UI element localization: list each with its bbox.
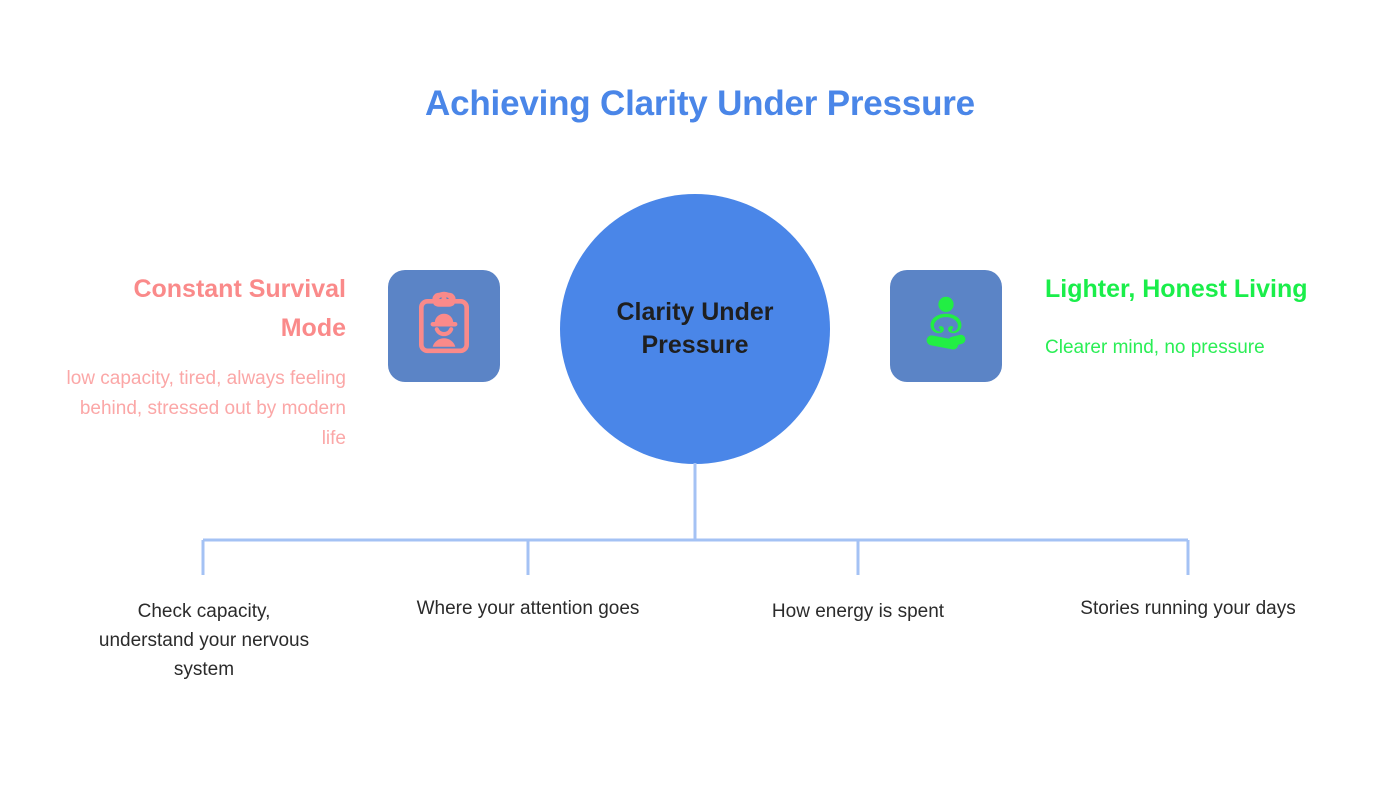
right-state-description: Clearer mind, no pressure — [1045, 337, 1265, 358]
right-state-block: Lighter, Honest Living Clearer mind, no … — [1045, 270, 1345, 363]
left-icon-tile — [388, 270, 500, 382]
branch-label: Stories running your days — [1080, 598, 1296, 619]
clipboard-worker-icon — [411, 291, 477, 362]
right-icon-tile — [890, 270, 1002, 382]
left-state-description: low capacity, tired, always feeling behi… — [66, 368, 347, 449]
left-state-block: Constant Survival Mode low capacity, tir… — [66, 270, 347, 454]
branch-connector — [201, 463, 1190, 575]
branch-label: Where your attention goes — [416, 598, 640, 619]
center-node-label: Clarity Under Pressure — [616, 298, 774, 359]
page-title: Achieving Clarity Under Pressure — [425, 84, 975, 123]
meditating-person-icon — [913, 291, 979, 362]
center-node: Clarity Under Pressure — [560, 194, 830, 464]
left-state-heading: Constant Survival Mode — [133, 275, 346, 342]
branch-label: How energy is spent — [771, 601, 945, 622]
branch-label: Check capacity, understand your nervous … — [98, 601, 310, 680]
right-state-heading: Lighter, Honest Living — [1045, 275, 1308, 303]
